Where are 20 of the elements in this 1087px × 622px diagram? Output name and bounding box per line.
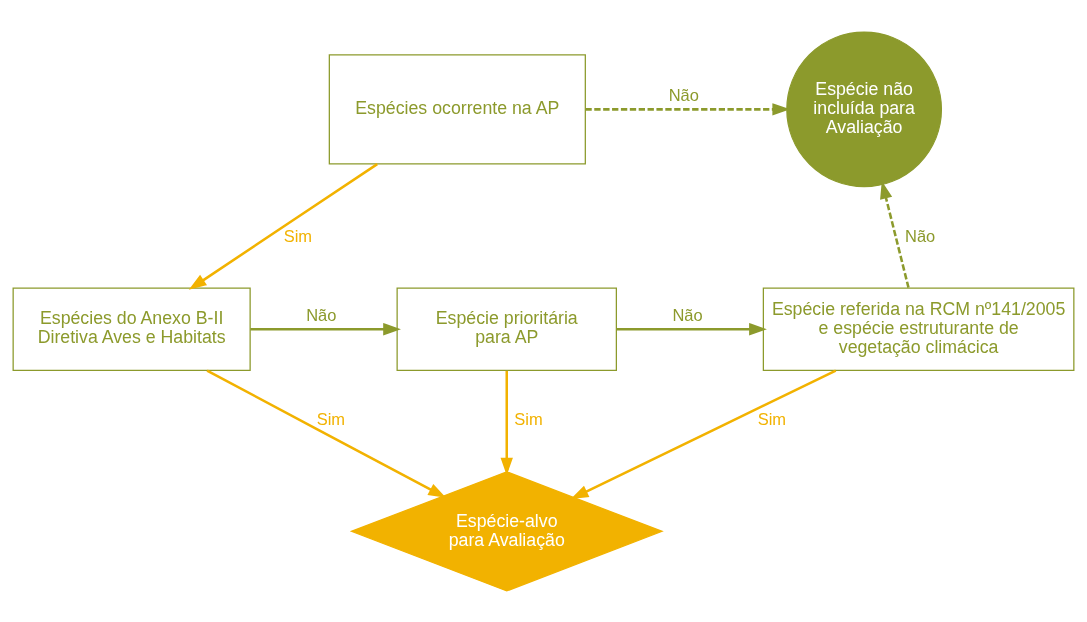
edge-label: Sim: [514, 409, 543, 428]
edge-label: Não: [672, 305, 703, 324]
edge-label: Sim: [757, 409, 787, 428]
node-box: Espécies ocorrente na AP: [328, 53, 586, 164]
node-box: Espécie referida na RCM nº141/2005 e espécie estruturante de vegetação climácica: [762, 286, 1075, 371]
node-box: Espécie prioritária para AP: [396, 286, 617, 371]
arrow: [570, 369, 837, 499]
node-box: Espécies do Anexo B-II Diretiva Aves e Habitats: [12, 286, 251, 371]
node-circle: Espécie não incluída para Avaliação: [786, 30, 943, 187]
arrow: [500, 370, 513, 475]
arrow: [206, 369, 447, 498]
edge-label: Sim: [316, 409, 346, 428]
node-diamond: Espécie-alvo para Avaliação: [349, 470, 664, 592]
arrow: [250, 322, 401, 335]
edge-label: Não: [905, 226, 936, 245]
edge-label: Não: [306, 305, 337, 324]
edge-label: Não: [668, 85, 699, 104]
arrow: [616, 322, 767, 335]
arrow: [188, 162, 378, 290]
edge-label: Sim: [283, 226, 313, 245]
